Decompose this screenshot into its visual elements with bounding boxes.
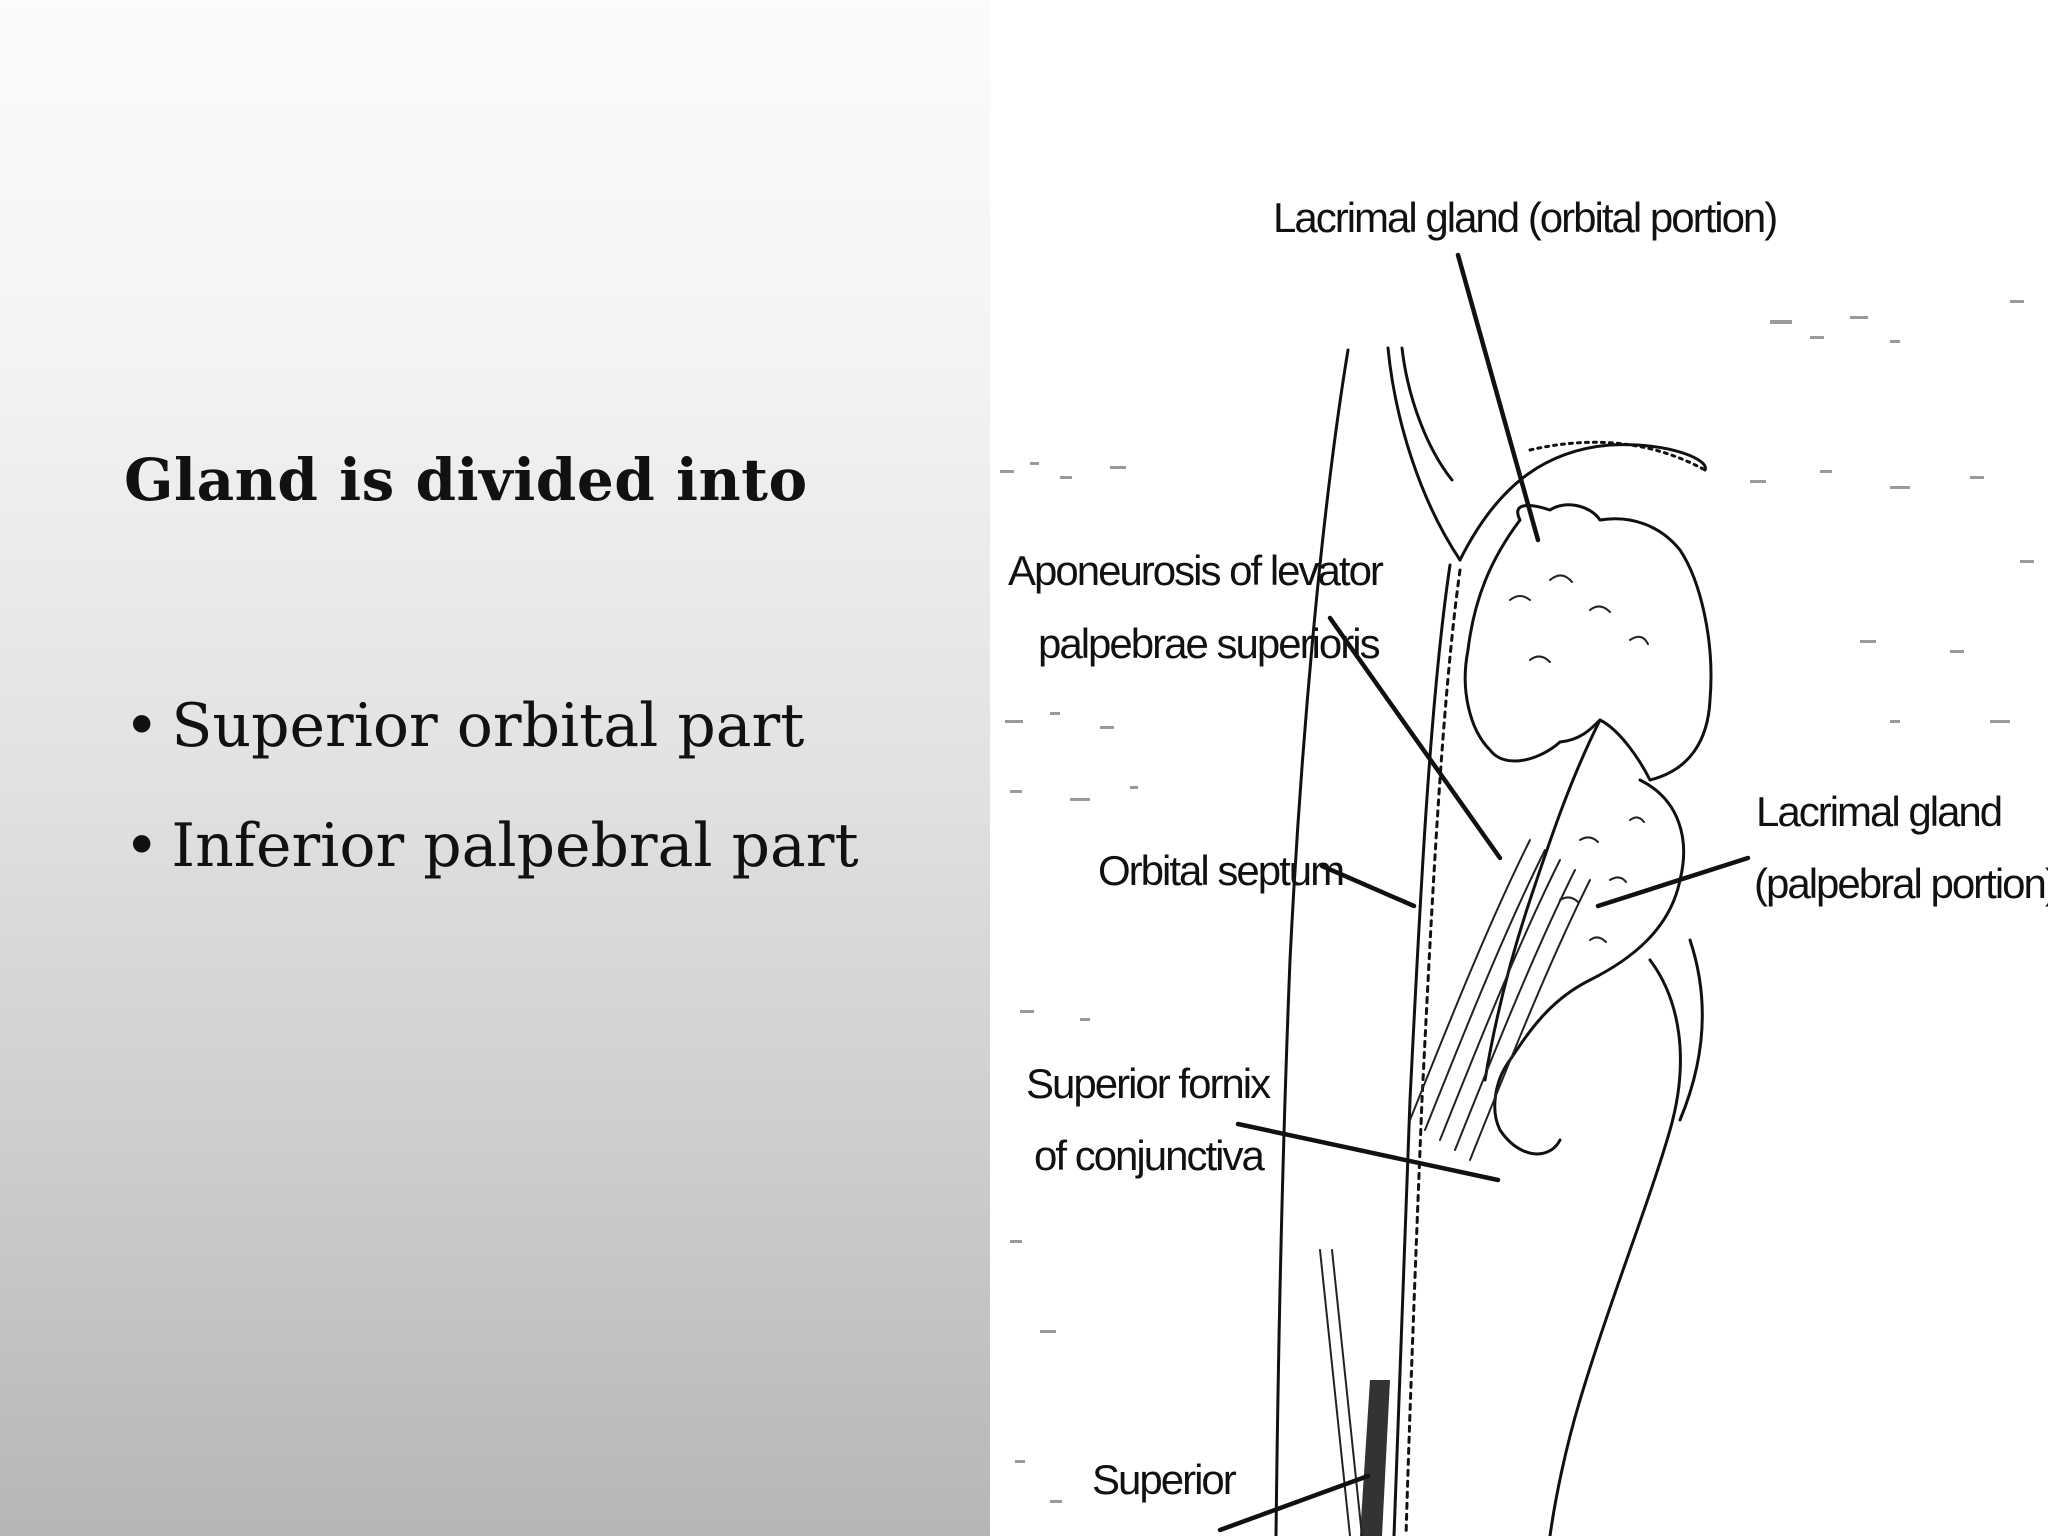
leader-lines (1217, 252, 1751, 1533)
label-aponeurosis-line2: palpebrae superioris (1038, 620, 1380, 667)
label-orbital-septum: Orbital septum (1098, 847, 1343, 894)
bullet-item: •Inferior palpebral part (124, 806, 859, 926)
label-fornix-line1: Superior fornix (1026, 1060, 1271, 1107)
leader-superior-fornix (1235, 1121, 1501, 1183)
leader-palpebral-portion (1595, 855, 1751, 909)
label-palpebral-line2: (palpebral portion) (1754, 860, 2048, 907)
bullet-item: •Superior orbital part (124, 686, 859, 806)
leader-orbital-septum (1319, 863, 1417, 909)
label-fornix-line2: of conjunctiva (1034, 1132, 1265, 1179)
bullet-marker: • (124, 811, 160, 881)
label-palpebral-line1: Lacrimal gland (1756, 788, 2001, 835)
bullet-text-inferior-palpebral: Inferior palpebral part (171, 811, 859, 881)
leader-superior (1217, 1473, 1371, 1533)
bullet-marker: • (124, 691, 160, 761)
leader-orbital-portion (1455, 252, 1541, 543)
bullet-list: •Superior orbital part •Inferior palpebr… (124, 686, 859, 926)
background-specks (1000, 300, 2034, 1503)
label-superior: Superior (1092, 1456, 1237, 1503)
text-panel: Gland is divided into •Superior orbital … (0, 0, 990, 1536)
diagram-labels: Lacrimal gland (orbital portion) Aponeur… (1008, 194, 2048, 1503)
label-orbital-portion: Lacrimal gland (orbital portion) (1273, 194, 1776, 241)
leader-aponeurosis (1327, 615, 1503, 861)
slide-heading: Gland is divided into (124, 446, 808, 514)
lacrimal-gland-diagram: Lacrimal gland (orbital portion) Aponeur… (990, 0, 2048, 1536)
anatomy-outline (1274, 346, 1713, 1536)
diagram-drawing: Lacrimal gland (orbital portion) Aponeur… (1000, 194, 2048, 1536)
label-aponeurosis-line1: Aponeurosis of levator (1008, 547, 1384, 594)
bullet-text-superior-orbital: Superior orbital part (171, 691, 805, 761)
